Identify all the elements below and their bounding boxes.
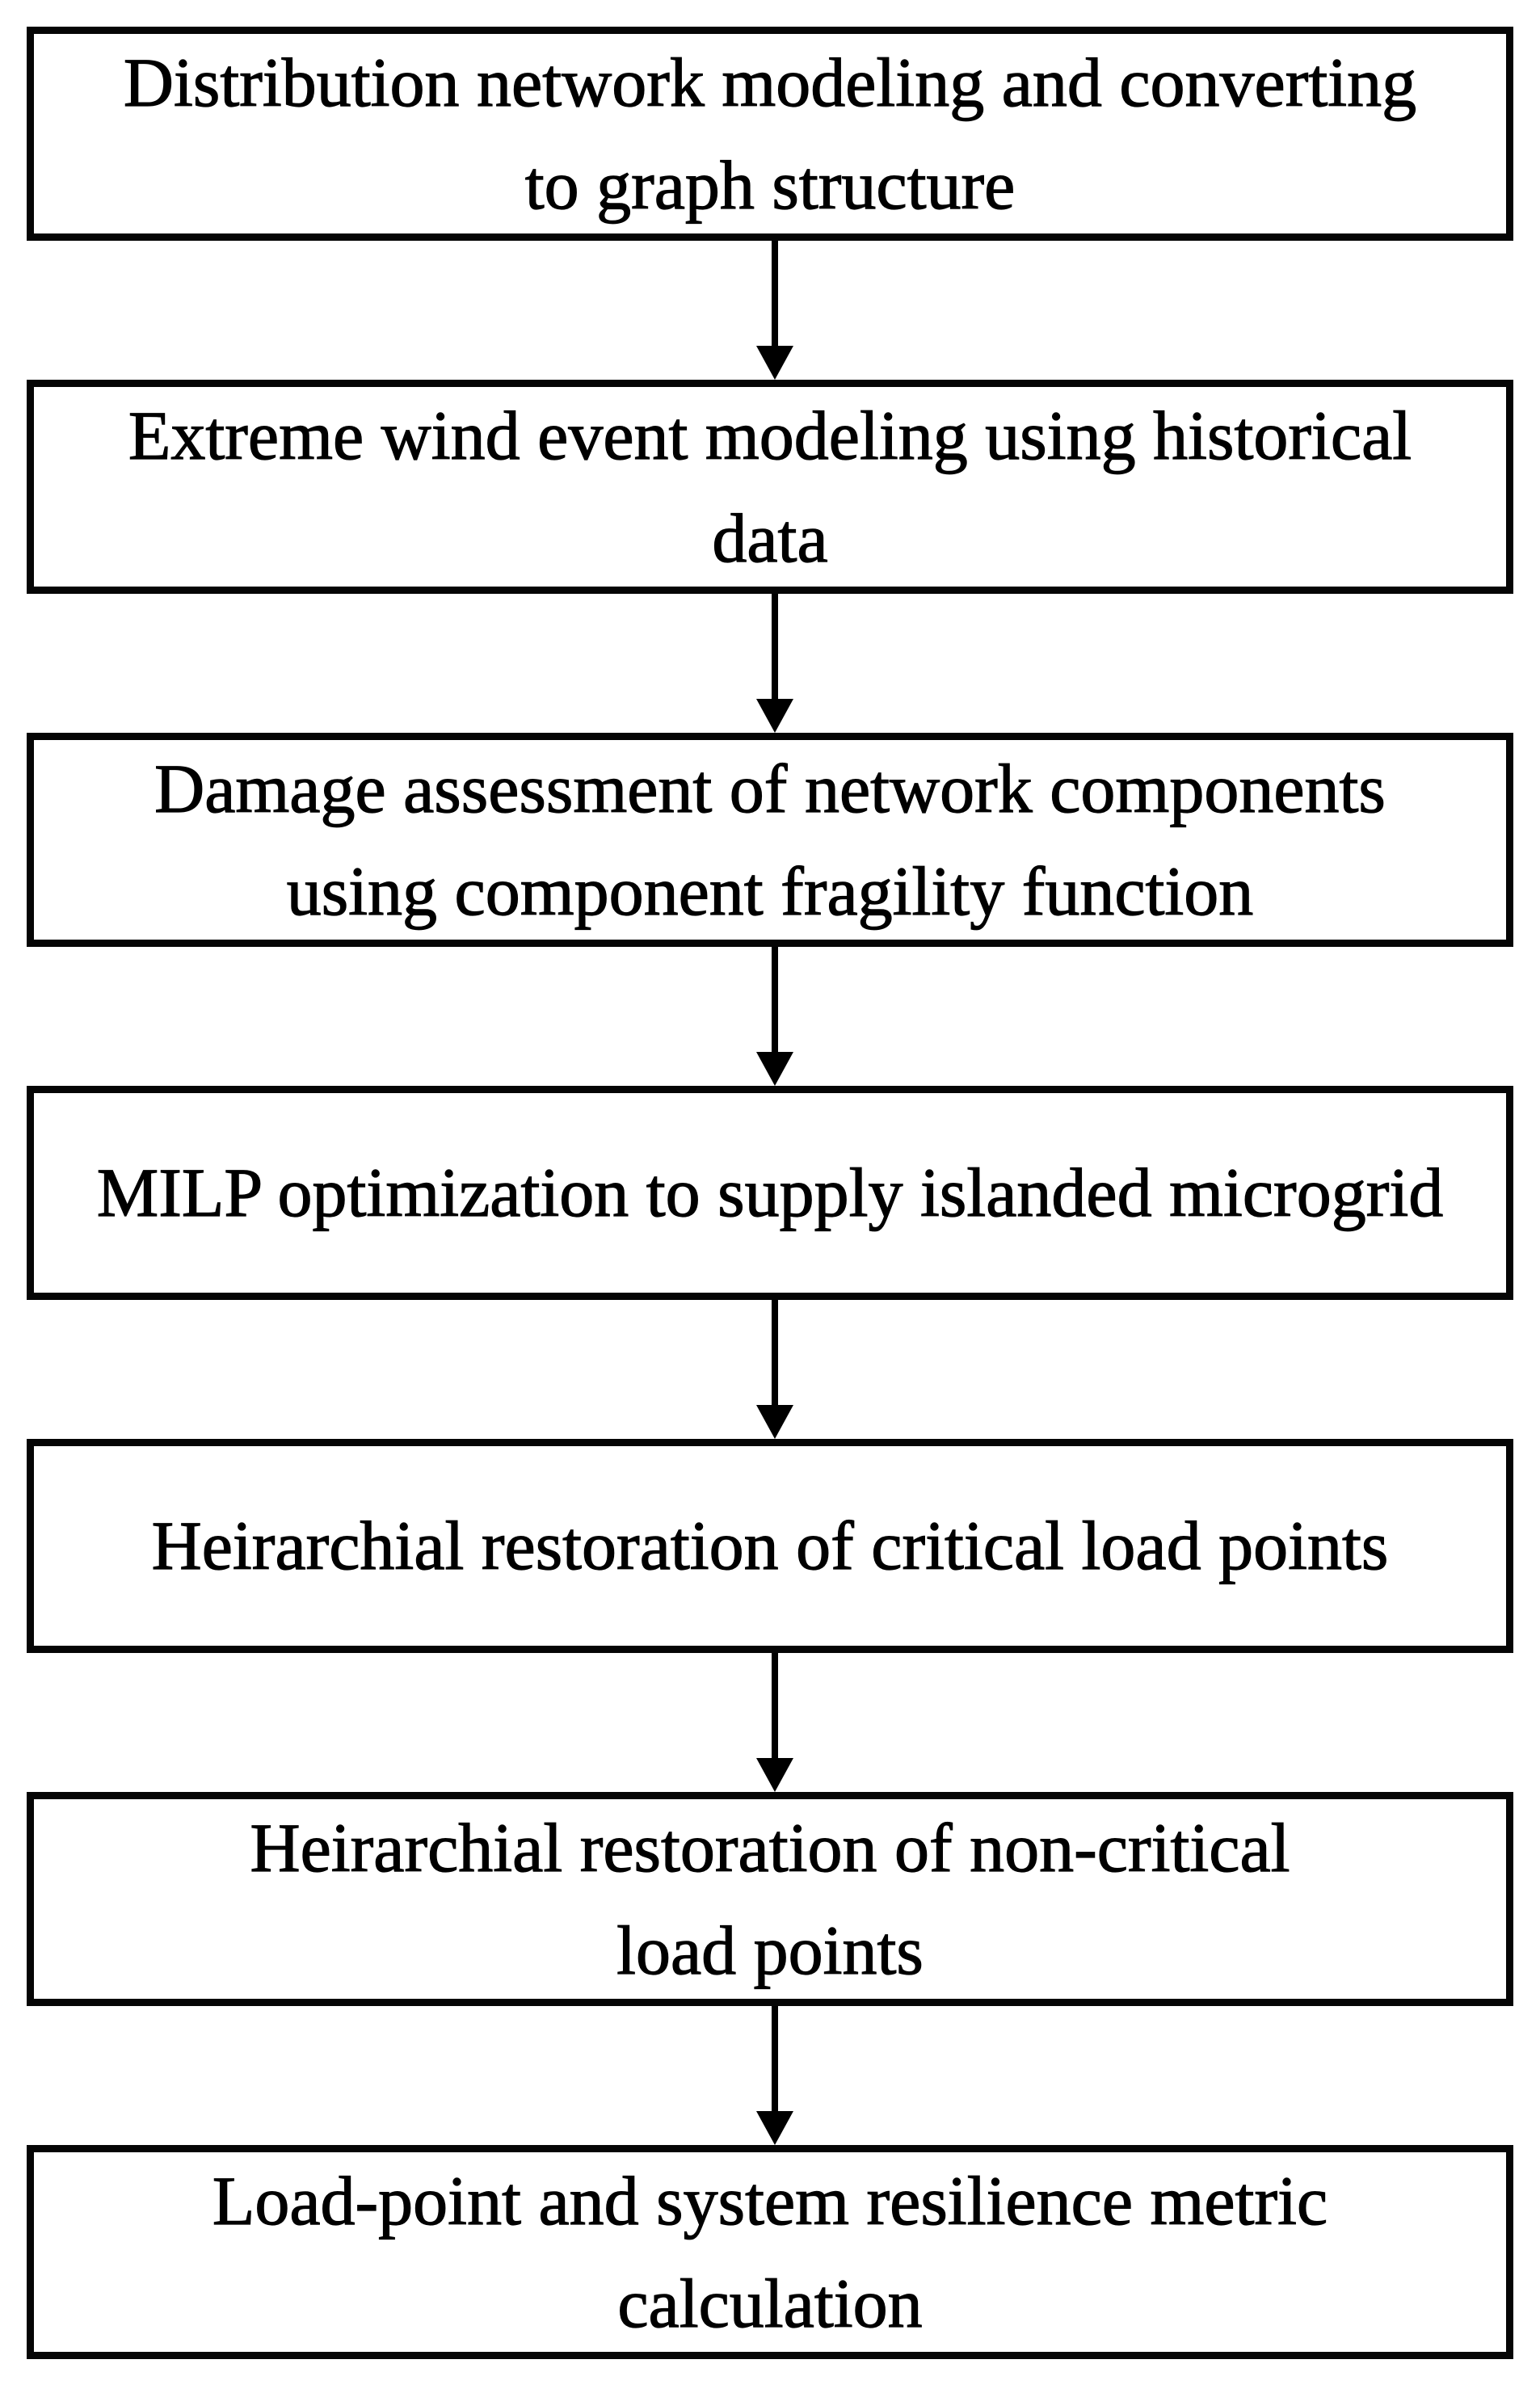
flow-step-2: Extreme wind event modeling using histor…	[27, 380, 1513, 594]
flow-step-2-label: Extreme wind event modeling using histor…	[128, 396, 1412, 577]
flow-step-3: Damage assessment of network components …	[27, 733, 1513, 947]
flow-connector-6	[756, 2006, 793, 2145]
arrow-down-icon	[756, 346, 793, 380]
flow-connector-1	[756, 241, 793, 380]
arrow-line	[772, 1653, 778, 1758]
flow-step-7-label: Load-point and system resilience metric …	[212, 2161, 1328, 2342]
flow-step-5: Heirarchial restoration of critical load…	[27, 1439, 1513, 1653]
flow-step-1: Distribution network modeling and conver…	[27, 27, 1513, 241]
flow-step-6-label: Heirarchial restoration of non-critical …	[250, 1808, 1290, 1989]
flow-connector-4	[756, 1300, 793, 1439]
flow-connector-3	[756, 947, 793, 1086]
arrow-line	[772, 947, 778, 1052]
flow-step-6: Heirarchial restoration of non-critical …	[27, 1792, 1513, 2006]
flow-step-1-label: Distribution network modeling and conver…	[123, 43, 1417, 224]
arrow-down-icon	[756, 1758, 793, 1792]
flow-step-3-label: Damage assessment of network components …	[154, 749, 1386, 930]
arrow-down-icon	[756, 2111, 793, 2145]
arrow-down-icon	[756, 699, 793, 733]
flow-step-4: MILP optimization to supply islanded mic…	[27, 1086, 1513, 1300]
arrow-down-icon	[756, 1405, 793, 1439]
arrow-line	[772, 1300, 778, 1405]
flow-step-5-label: Heirarchial restoration of critical load…	[151, 1507, 1389, 1585]
arrow-line	[772, 241, 778, 346]
flow-connector-5	[756, 1653, 793, 1792]
arrow-line	[772, 594, 778, 699]
flow-step-7: Load-point and system resilience metric …	[27, 2145, 1513, 2359]
arrow-line	[772, 2006, 778, 2111]
arrow-down-icon	[756, 1052, 793, 1086]
flow-connector-2	[756, 594, 793, 733]
flow-step-4-label: MILP optimization to supply islanded mic…	[96, 1154, 1444, 1232]
